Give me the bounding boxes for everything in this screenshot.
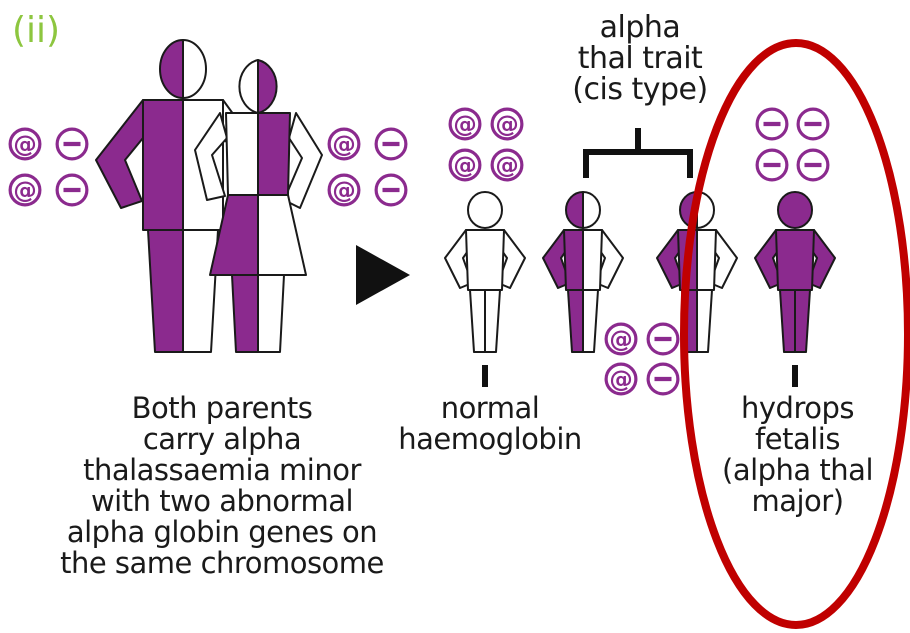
- mother-genotype: [329, 129, 406, 205]
- father-genotype: [10, 129, 87, 205]
- hydrops-tick: [792, 365, 798, 387]
- trait-label: alpha thal trait (cis type): [540, 12, 740, 105]
- child-hydrops-genotype: [757, 109, 828, 180]
- child-hydrops-figure: [755, 192, 835, 352]
- trait-bracket: [586, 128, 690, 178]
- child-trait-genotype: [606, 324, 678, 394]
- child-normal-genotype: [450, 109, 522, 180]
- normal-tick: [482, 365, 488, 387]
- parents-caption: Both parents carry alpha thalassaemia mi…: [22, 393, 422, 579]
- child-normal-figure: [445, 192, 525, 352]
- hydrops-caption: hydrops fetalis (alpha thal major): [710, 393, 885, 517]
- inheritance-arrow-icon: [356, 245, 410, 305]
- normal-caption: normal haemoglobin: [380, 393, 600, 455]
